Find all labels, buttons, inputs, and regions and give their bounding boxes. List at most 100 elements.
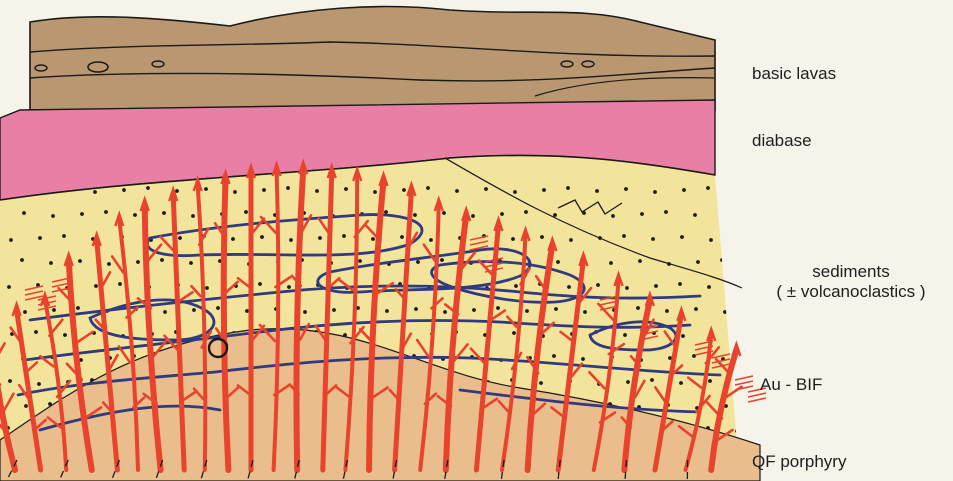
label-au-bif: Au - BIF xyxy=(760,375,822,395)
sediment-dot xyxy=(720,258,724,262)
sediment-dot xyxy=(609,261,613,265)
sediment-dot xyxy=(358,259,362,263)
sediment-dot xyxy=(289,238,293,242)
sediment-dot xyxy=(622,234,626,238)
sediment-dot xyxy=(681,334,685,338)
sediment-dot xyxy=(542,188,546,192)
sediment-dot xyxy=(708,379,712,383)
sediment-dot xyxy=(511,237,515,241)
sediment-dot xyxy=(62,234,66,238)
sediment-dot xyxy=(287,285,291,289)
sediment-dot xyxy=(23,310,27,314)
sediment-dot xyxy=(342,234,346,238)
sediment-dot xyxy=(231,237,235,241)
sediment-dot xyxy=(500,212,504,216)
sediment-dot xyxy=(443,310,447,314)
sediment-dot xyxy=(734,330,738,334)
sediment-dot xyxy=(162,211,166,215)
sediment-dot xyxy=(513,190,517,194)
sediment-dot xyxy=(539,381,543,385)
sediment-dot xyxy=(596,283,600,287)
sediment-dot xyxy=(20,258,24,262)
sediment-dot xyxy=(735,189,739,193)
sediment-dot xyxy=(51,214,55,218)
sediment-dot xyxy=(189,261,193,265)
sediment-dot xyxy=(34,330,38,334)
sediment-dot xyxy=(49,261,53,265)
sediment-dot xyxy=(623,333,627,337)
sediment-dot xyxy=(315,189,319,193)
sediment-dot xyxy=(133,213,137,217)
sediment-dot xyxy=(735,429,739,433)
sediment-dot xyxy=(524,210,528,214)
sediment-dot xyxy=(233,190,237,194)
sediment-dot xyxy=(244,210,248,214)
sediment-dot xyxy=(554,307,558,311)
sediment-dot xyxy=(569,238,573,242)
label-qf-porphyry: QF porphyry xyxy=(752,452,846,472)
sediment-dot xyxy=(738,236,742,240)
sediment-dot xyxy=(38,236,42,240)
sediment-dot xyxy=(552,354,556,358)
sediment-dot xyxy=(624,187,628,191)
sediment-dot xyxy=(696,260,700,264)
sediment-dot xyxy=(567,285,571,289)
sediment-dot xyxy=(7,285,11,289)
sediment-dot xyxy=(191,214,195,218)
sediment-dot xyxy=(385,309,389,313)
sediment-dot xyxy=(650,378,654,382)
sediment-dot xyxy=(626,380,630,384)
sediment-dot xyxy=(122,188,126,192)
sediment-dot xyxy=(205,286,209,290)
sediment-dot xyxy=(344,187,348,191)
sediment-dot xyxy=(723,310,727,314)
sediment-dot xyxy=(414,307,418,311)
sediment-dot xyxy=(653,190,657,194)
label-sediments: sediments ( ± volcanoclastics ) xyxy=(756,262,946,302)
label-sediments-line2: ( ± volcanoclastics ) xyxy=(756,282,946,302)
sediment-dot xyxy=(665,309,669,313)
sediment-dot xyxy=(625,286,629,290)
sediment-dot xyxy=(540,235,544,239)
sediment-dot xyxy=(104,210,108,214)
sediment-dot xyxy=(694,307,698,311)
sediment-dot xyxy=(332,308,336,312)
sediment-dot xyxy=(709,238,713,242)
sediment-dot xyxy=(192,308,196,312)
sediment-dot xyxy=(52,308,56,312)
sediment-dot xyxy=(163,310,167,314)
sediment-dot xyxy=(384,210,388,214)
sediment-dot xyxy=(400,235,404,239)
sediment-dot xyxy=(651,237,655,241)
sediment-dot xyxy=(442,211,446,215)
sediment-dot xyxy=(24,404,28,408)
sediment-dot xyxy=(22,211,26,215)
sediment-dot xyxy=(693,213,697,217)
sediment-dot xyxy=(455,189,459,193)
sediment-dot xyxy=(78,259,82,263)
sediment-dot xyxy=(472,308,476,312)
hatch-mark xyxy=(735,376,753,380)
sediment-dot xyxy=(373,190,377,194)
sediment-dot xyxy=(178,236,182,240)
sediment-dot xyxy=(245,309,249,313)
sediment-dot xyxy=(706,186,710,190)
sediment-dot xyxy=(37,382,41,386)
sediment-dot xyxy=(682,188,686,192)
sediment-dot xyxy=(118,282,122,286)
sediment-dot xyxy=(583,310,587,314)
sediment-dot xyxy=(260,235,264,239)
sediment-dot xyxy=(679,381,683,385)
sediment-dot xyxy=(107,262,111,266)
sediment-dot xyxy=(413,213,417,217)
sediment-dot xyxy=(136,260,140,264)
sediment-dot xyxy=(566,186,570,190)
sediment-dot xyxy=(303,310,307,314)
sediment-dot xyxy=(581,357,585,361)
sediment-dot xyxy=(216,306,220,310)
sediment-dot xyxy=(80,212,84,216)
basic-lavas-layer xyxy=(30,7,715,110)
sediment-dot xyxy=(429,238,433,242)
label-diabase: diabase xyxy=(752,131,812,151)
sediment-dot xyxy=(638,259,642,263)
